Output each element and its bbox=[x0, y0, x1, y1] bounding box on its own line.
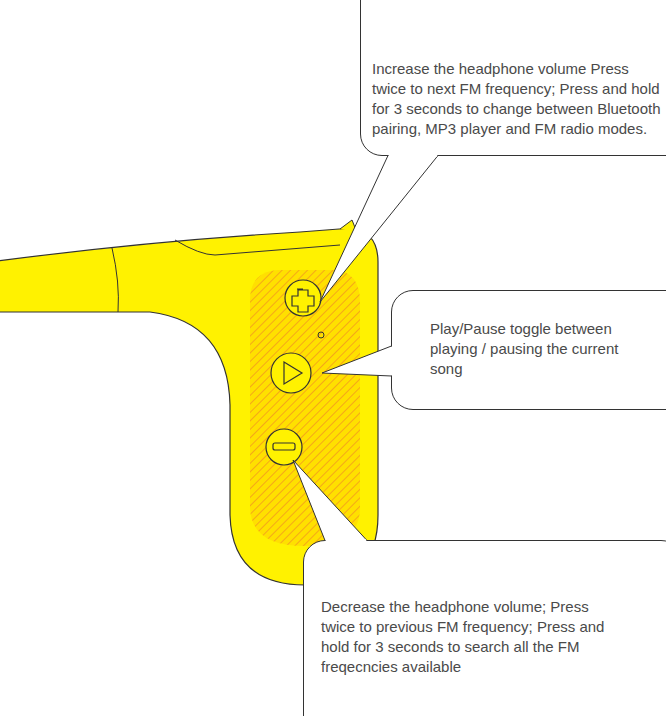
status-led bbox=[318, 332, 324, 338]
plus-button bbox=[285, 280, 321, 316]
callout-text: Play/Pause toggle between playing / paus… bbox=[430, 319, 630, 379]
callout-bubble: Decrease the headphone volume; Press twi… bbox=[303, 540, 666, 716]
tail-outline bbox=[322, 346, 392, 376]
tail-opening bbox=[389, 154, 437, 157]
arm-seam bbox=[112, 248, 118, 312]
callout-bubble: Increase the headphone volume Press twic… bbox=[360, 0, 666, 156]
callout-text: Increase the headphone volume Press twic… bbox=[372, 59, 662, 139]
tail-fill bbox=[320, 156, 438, 303]
button-panel bbox=[250, 270, 360, 546]
play-button bbox=[271, 353, 311, 393]
minus-button bbox=[266, 429, 302, 465]
tail-outline bbox=[293, 460, 367, 541]
tail-fill bbox=[322, 346, 392, 376]
headphone-body bbox=[0, 228, 378, 585]
callout-tail bbox=[391, 290, 392, 291]
tail-fill bbox=[293, 460, 367, 541]
callout-tail bbox=[303, 540, 304, 541]
tail-opening bbox=[390, 347, 393, 375]
callout-text: Decrease the headphone volume; Press twi… bbox=[321, 597, 621, 677]
tail-opening bbox=[326, 539, 366, 542]
tail-outline bbox=[320, 156, 438, 303]
arm-seam bbox=[175, 240, 340, 255]
callout-bubble: Play/Pause toggle between playing / paus… bbox=[391, 290, 666, 410]
